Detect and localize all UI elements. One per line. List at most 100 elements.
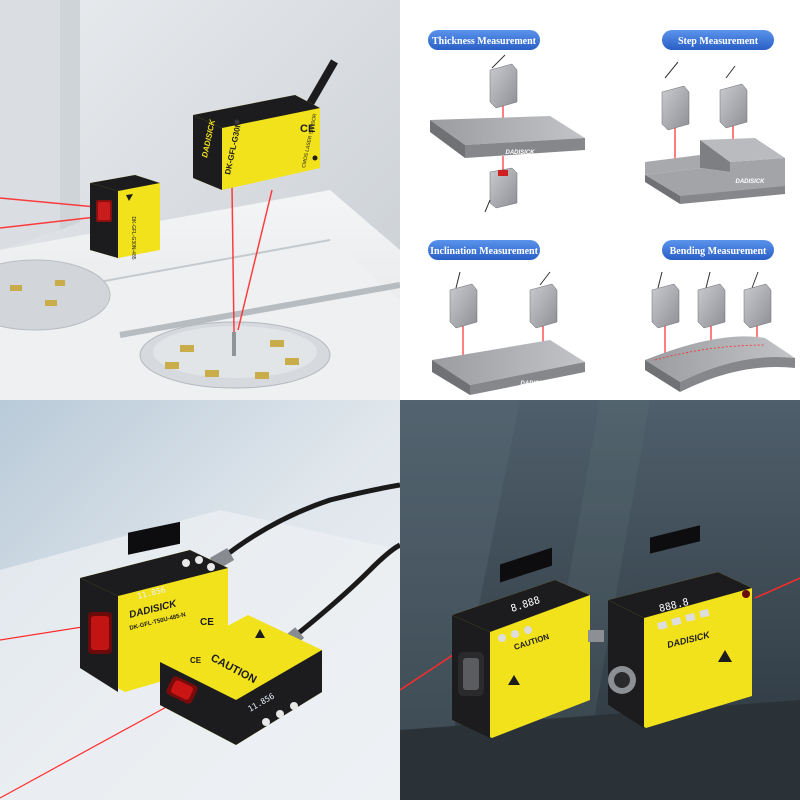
button-icon (671, 616, 682, 626)
laser-beam (0, 216, 97, 229)
step-low-top (645, 155, 700, 175)
sensor-top (489, 63, 518, 109)
sensor-right: 888.8 DADISICK (608, 525, 752, 728)
large-sensor-top (193, 95, 320, 128)
large-sensor-screw (234, 119, 240, 125)
sensor-right (719, 83, 748, 129)
cable (218, 482, 400, 562)
sensor-right-side (608, 600, 644, 728)
panel-inclination: Inclination Measurement DADISICK (428, 240, 585, 395)
button-icon (262, 718, 270, 726)
panel-title: Inclination Measurement (430, 246, 539, 257)
sensor-left-display (500, 547, 552, 583)
laser-beam (0, 624, 96, 641)
sensor-back-ce-mark: CE (200, 617, 214, 628)
plate-part (270, 340, 284, 347)
panel-step: Step Measurement DADISICK (645, 30, 785, 204)
sensor-left: 8.888 CAUTION (452, 547, 604, 738)
sensor-cable (725, 65, 736, 79)
surface-brand: DADISICK (505, 150, 535, 156)
sensor-back-lens-glow (91, 616, 109, 650)
sensor-left-connector (588, 630, 604, 642)
plate-part (45, 300, 57, 306)
sensor-cable (539, 271, 551, 286)
panel-title-pill (662, 30, 774, 50)
step-front (680, 186, 785, 204)
sensor-middle (697, 283, 726, 329)
scene-sensor-dark-svg: 8.888 CAUTION 888.8 DADISICK (400, 400, 800, 800)
step-riser (700, 140, 730, 172)
small-sensor: DK-GFL-G30N-485 (90, 175, 160, 260)
surface-brand: DADISICK (735, 179, 765, 185)
slab-top (430, 116, 585, 145)
sensor-cable (455, 271, 461, 289)
button-icon (524, 626, 532, 634)
sensor-right (529, 283, 558, 329)
sensor-cable (657, 271, 663, 289)
surface-brand: DADISICK (730, 379, 760, 385)
sensor-right-m12-socket (614, 672, 630, 688)
scene-sensor-pair-svg: 11.856 DADISICK DK-GFL-T50U-485-N CE 11.… (0, 400, 400, 800)
panel-title-pill (662, 240, 774, 260)
step-high-top (700, 138, 785, 162)
sensor-cable (664, 61, 679, 79)
sensor-cable (751, 271, 759, 289)
step-left (645, 175, 680, 204)
small-sensor-top (90, 175, 160, 191)
laser-warning-icon (508, 675, 520, 685)
sensor-left (651, 283, 680, 329)
wall-panel (0, 0, 60, 250)
small-sensor-warning-icon (126, 194, 133, 201)
incline-left (432, 360, 470, 395)
sensor-cable (705, 271, 711, 289)
sensor-right-lens (742, 590, 750, 598)
laser-beam (237, 189, 273, 331)
button-icon (290, 702, 298, 710)
panel-title: Bending Measurement (670, 246, 767, 257)
light-streak (400, 400, 520, 800)
bend-left (645, 360, 680, 392)
plate-part (55, 280, 65, 286)
center-pin (232, 332, 236, 356)
surface-brand: DADISICK (520, 381, 550, 387)
button-icon (657, 620, 668, 630)
sensor-right-top (608, 572, 752, 618)
sensor-left (661, 85, 690, 131)
round-plate-left (0, 259, 111, 331)
wall-panel-edge (60, 0, 80, 230)
scene-sensor-platform: DK-GFL-G30N-485 DADISICK DK-GFL-G30N-485… (0, 0, 400, 400)
plate-part (180, 345, 194, 352)
sensor-back-top (80, 550, 228, 596)
slab-left (430, 120, 465, 158)
large-sensor-ce-mark: CE (300, 123, 315, 135)
small-sensor-lens-glow (98, 202, 110, 220)
large-sensor: DADISICK DK-GFL-G30N-485 CE CMOS LASER S… (193, 59, 338, 190)
panel-bending: Bending Measurement DADISICK (645, 240, 795, 392)
sensor-cable (484, 199, 491, 213)
measurement-diagrams-svg: Thickness Measurement DADISICK Step Meas… (428, 30, 795, 395)
button-icon (511, 630, 519, 638)
sensor-bottom (489, 167, 518, 209)
measurement-diagrams: Thickness Measurement DADISICK Step Meas… (400, 0, 800, 400)
sensor-right-display (650, 525, 700, 554)
button-icon (685, 612, 696, 622)
scene-sensor-dark: 8.888 CAUTION 888.8 DADISICK (400, 400, 800, 800)
panel-title: Step Measurement (678, 36, 759, 47)
plate-part (255, 372, 269, 379)
plate-part (285, 358, 299, 365)
bend-top (645, 336, 795, 382)
panel-title-pill (428, 30, 540, 50)
sensor-front-lens-glow (170, 680, 194, 700)
cable (288, 542, 400, 642)
small-sensor-model-label: DK-GFL-G30N-485 (130, 216, 136, 259)
button-icon (276, 710, 284, 718)
sensor-left-top (452, 580, 590, 632)
large-sensor-screw (312, 155, 318, 161)
laser-warning-icon (255, 629, 265, 638)
scene-sensor-platform-svg: DK-GFL-G30N-485 DADISICK DK-GFL-G30N-485… (0, 0, 400, 400)
laser-warning-icon (718, 650, 732, 662)
laser-beam (754, 577, 800, 599)
sensor-cable (491, 54, 506, 69)
laser-beam (231, 185, 235, 333)
